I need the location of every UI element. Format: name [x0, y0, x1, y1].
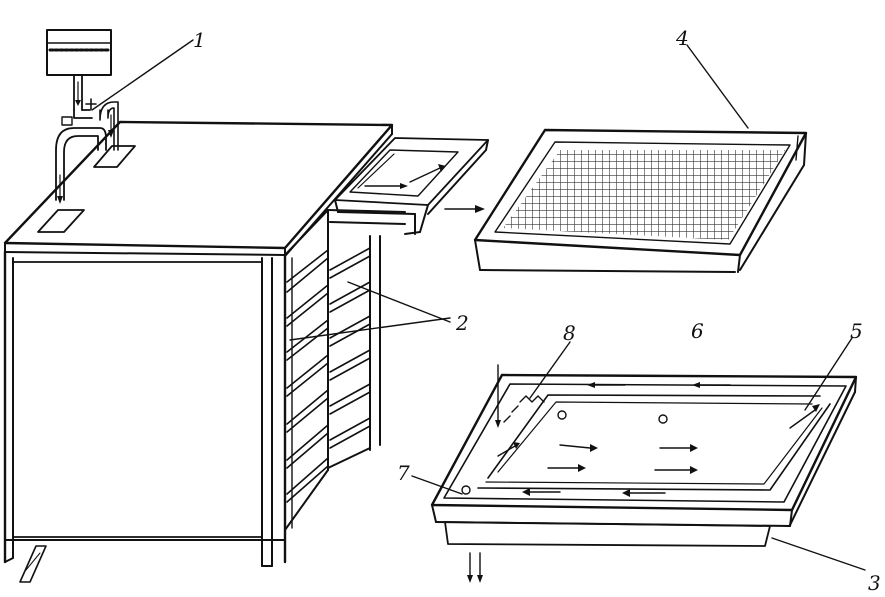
callout-4: 4 — [676, 26, 689, 50]
callout-5: 5 — [850, 319, 863, 343]
callout-2: 2 — [456, 311, 469, 335]
callout-1: 1 — [193, 28, 206, 52]
mesh-tray — [473, 128, 808, 273]
callout-6: 6 — [691, 319, 704, 343]
channel-tray — [430, 364, 858, 583]
callout-8: 8 — [563, 321, 576, 345]
cabinet — [3, 29, 489, 583]
leader-lines — [91, 39, 866, 571]
callout-3: 3 — [868, 571, 881, 595]
callout-7: 7 — [397, 461, 410, 485]
